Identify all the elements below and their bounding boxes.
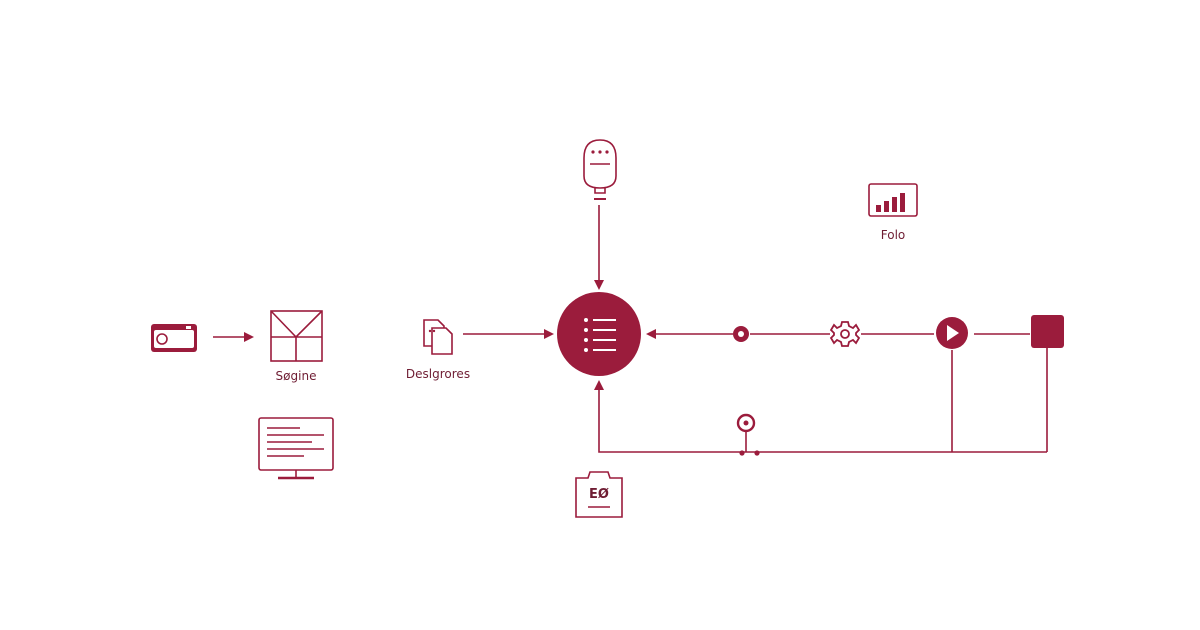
play-node	[936, 317, 968, 349]
camera-node	[151, 324, 197, 352]
bar-chart-icon	[868, 183, 918, 217]
box-node: Søgine	[270, 310, 323, 383]
pin-node	[736, 413, 760, 456]
connectors	[213, 205, 1048, 453]
documents-node: Deslgrores	[406, 319, 470, 381]
hub-node	[557, 292, 641, 376]
stop-square-icon	[1031, 315, 1064, 348]
documents-icon	[423, 319, 453, 355]
gear-node	[829, 321, 861, 347]
camera-icon	[151, 324, 197, 352]
pin-icon	[736, 413, 760, 456]
box-label: Søgine	[276, 369, 317, 383]
chart-label: Folo	[881, 228, 906, 242]
device-icon	[575, 471, 623, 518]
play-icon	[936, 317, 968, 349]
ring-dot-icon	[733, 326, 749, 342]
monitor-node	[258, 417, 334, 480]
bottom-device-label: EØ	[589, 487, 609, 502]
dot-node	[733, 326, 749, 342]
gear-icon	[829, 321, 861, 347]
chart-node: Folo	[868, 183, 918, 242]
edge-bottom-loop	[594, 380, 1047, 453]
square-node	[1031, 315, 1064, 348]
robot-head-icon	[583, 139, 617, 200]
list-icon	[584, 318, 616, 352]
bottom-device-node: EØ	[575, 471, 623, 518]
documents-label: Deslgrores	[406, 367, 470, 381]
hub-circle	[557, 292, 641, 376]
robot-node	[583, 139, 617, 200]
monitor-icon	[258, 417, 334, 480]
open-box-icon	[270, 310, 323, 362]
